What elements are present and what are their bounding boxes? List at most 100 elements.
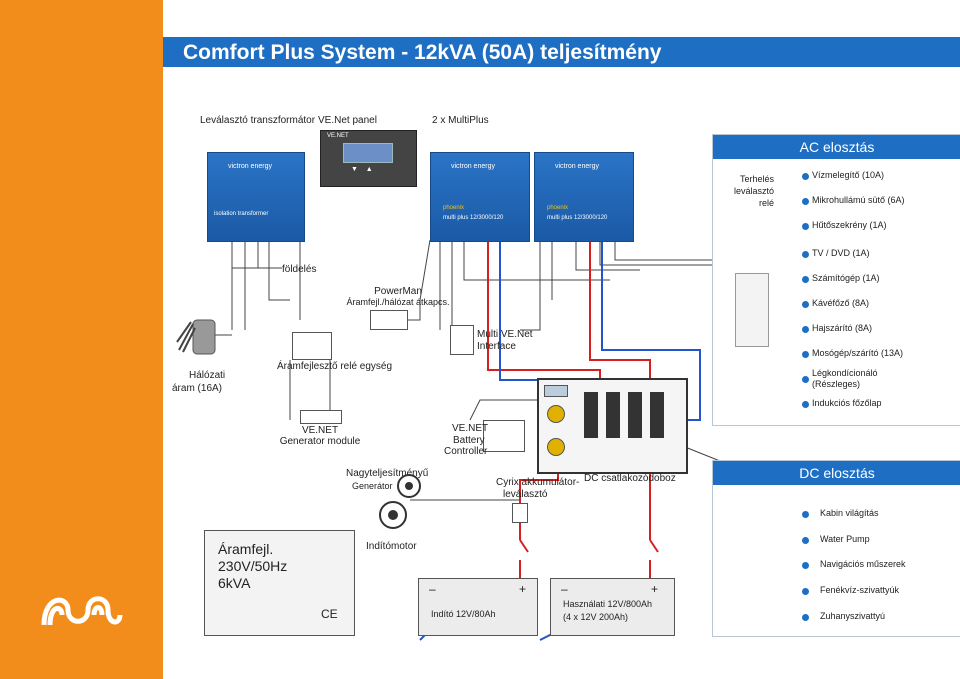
multiplus-device-2: victron energy phoenix multi plus 12/300…: [534, 152, 634, 242]
dc-fuse: [628, 392, 642, 438]
dc-fuse: [584, 392, 598, 438]
sidebar: [0, 0, 163, 679]
cyrix-label: Cyrix akkumulátor-: [496, 477, 580, 488]
terheles-label-3: relé: [758, 198, 774, 208]
ac-load-dot: [802, 223, 809, 230]
foldeles-label: földelés: [282, 264, 317, 275]
venet-gen-label: VE.NET: [301, 425, 339, 436]
ac-load: Légkondícionáló: [812, 368, 878, 378]
ac-load-dot: [802, 251, 809, 258]
page-title: Comfort Plus System - 12kVA (50A) teljes…: [183, 41, 662, 64]
ac-load-dot: [802, 301, 809, 308]
ac-load: Kávéfőző (8A): [812, 298, 870, 308]
terheles-label-1: Terhelés: [739, 174, 774, 184]
battery-minus: –: [561, 582, 568, 596]
victron-brand-text: victron energy: [228, 163, 272, 170]
venet-panel-small-label: VE.NET: [327, 133, 349, 139]
ac-load: Mosógép/szárító (13A): [812, 348, 904, 358]
ac-load-dot: [802, 173, 809, 180]
generator-box: Áramfejl. 230V/50Hz 6kVA CE: [204, 530, 355, 636]
multiplus-model-text: multi plus 12/3000/120: [443, 215, 504, 221]
phoenix-text: phoenix: [443, 205, 465, 211]
gen-label-1: Áramfejl.: [218, 541, 274, 557]
inditomotor-label: Indítómotor: [366, 541, 417, 552]
house-battery: – + Használati 12V/800Ah (4 x 12V 200Ah): [550, 578, 675, 636]
ac-load: Számítógép (1A): [812, 273, 880, 283]
venet-panel-device: VE.NET ▼ ▲: [320, 130, 417, 187]
aramfejleszto-rele-label: Áramfejlesztő relé egység: [277, 361, 393, 372]
dc-load: Water Pump: [820, 534, 870, 544]
ac-load-dot: [802, 276, 809, 283]
dc-load-dot: [802, 614, 809, 621]
venet-gen-sub-label: Generator module: [279, 436, 361, 447]
dc-load: Kabin világítás: [820, 508, 879, 518]
gen-label-2: 230V/50Hz: [218, 558, 288, 574]
cyrix-sub-label: leválasztó: [503, 489, 548, 500]
halozati-label: Hálózati: [189, 370, 226, 381]
alternator-icon: [397, 474, 421, 498]
ac-load-dot: [802, 351, 809, 358]
dc-load: Zuhanyszivattyú: [820, 611, 886, 621]
powerman-sub-label: Áramfejl./hálózat átkapcs.: [346, 297, 450, 307]
house-battery-label: Használati 12V/800Ah: [563, 599, 653, 609]
starter-battery: – + Indító 12V/80Ah: [418, 578, 538, 636]
venet-panel-screen: [343, 143, 393, 163]
shore-plug-icon: [176, 319, 216, 355]
dc-load: Fenékvíz-szivattyúk: [820, 585, 900, 595]
gen-label-3: 6kVA: [218, 575, 251, 591]
dc-load-dot: [802, 588, 809, 595]
starter-motor-icon: [379, 501, 407, 529]
victron-brand-text: victron energy: [555, 163, 599, 170]
victron-brand-text: victron energy: [451, 163, 495, 170]
isolation-transformer-device-label: isolation transformer: [214, 211, 269, 217]
ac-distribution-panel: AC elosztás Terhelés leválasztó relé: [712, 134, 960, 426]
multi-venet-sub-label: Interface: [477, 341, 516, 352]
generator-relay-device: [292, 332, 332, 360]
dc-load-dot: [802, 511, 809, 518]
powerman-device: [370, 310, 408, 330]
cyrix-device: [512, 503, 528, 523]
battery-minus: –: [429, 582, 436, 596]
venet-batt-sub2-label: Controller: [444, 446, 488, 457]
ac-header: AC elosztás: [713, 135, 960, 159]
ac-load-dot: [802, 401, 809, 408]
ce-mark: CE: [321, 607, 338, 621]
terheles-label-2: leválasztó: [733, 186, 774, 196]
venet-battery-controller-device: [483, 420, 525, 452]
multiplus-label: 2 x MultiPlus: [432, 115, 489, 126]
dc-junction-box: [537, 378, 688, 474]
victron-logo-icon: [41, 596, 123, 626]
battery-plus: +: [519, 582, 527, 596]
ac-load-dot: [802, 376, 809, 383]
dc-load-dot: [802, 537, 809, 544]
nagy-gen-sub-label: Generátor: [352, 481, 393, 491]
dc-fuse: [606, 392, 620, 438]
dc-box-terminal: [547, 438, 565, 456]
dc-box-terminal: [547, 405, 565, 423]
ac-load: Mikrohullámú sütő (6A): [812, 195, 905, 205]
ac-breaker-device: [735, 273, 769, 347]
ac-load-dot: [802, 198, 809, 205]
ac-load: Hűtőszekrény (1A): [812, 220, 887, 230]
ac-load-dot: [802, 326, 809, 333]
isolation-transformer-label: Leválasztó transzformátor: [200, 115, 316, 126]
multiplus-device-1: victron energy phoenix multi plus 12/300…: [430, 152, 530, 242]
aram-label: áram (16A): [172, 383, 223, 394]
venet-batt-sub-label: Battery: [453, 435, 485, 446]
battery-plus: +: [651, 582, 659, 596]
ac-load: Indukciós főzőlap: [812, 398, 882, 408]
dc-header: DC elosztás: [713, 461, 960, 485]
house-battery-sub-label: (4 x 12V 200Ah): [563, 612, 629, 622]
isolation-transformer-device: victron energy isolation transformer: [207, 152, 305, 242]
venet-generator-module-device: [300, 410, 342, 424]
ac-load: (Részleges): [812, 379, 861, 389]
nagy-gen-label: Nagyteljesítményű: [346, 468, 429, 479]
ac-load: Hajszárító (8A): [812, 323, 873, 333]
multiplus-model-text: multi plus 12/3000/120: [547, 215, 608, 221]
dc-box-shunt: [544, 385, 568, 397]
dc-box-label: DC csatlakozódoboz: [584, 473, 676, 484]
venet-batt-label: VE.NET: [452, 423, 489, 434]
multi-venet-device: [450, 325, 474, 355]
title-bar: [163, 37, 960, 67]
dc-distribution-panel: DC elosztás: [712, 460, 960, 637]
